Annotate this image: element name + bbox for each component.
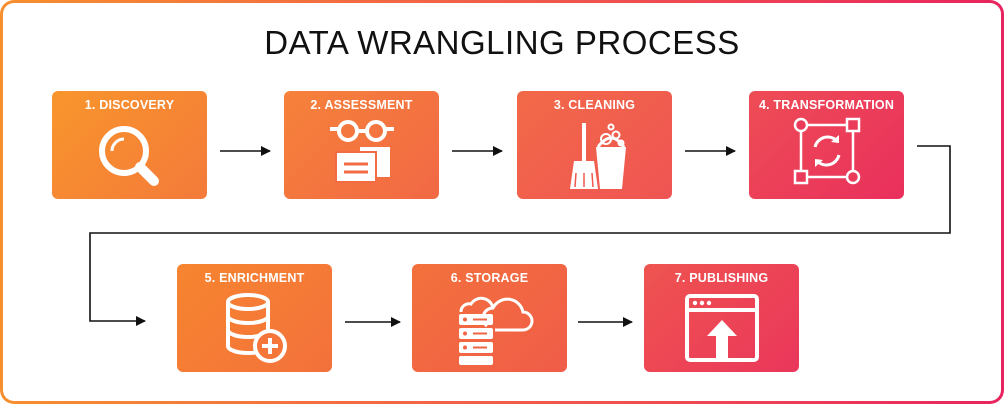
database-plus-icon bbox=[177, 290, 332, 368]
server-cloud-icon bbox=[412, 290, 567, 368]
browser-upload-icon bbox=[644, 290, 799, 368]
step-transformation: 4. TRANSFORMATION bbox=[749, 91, 904, 199]
step-label: 5. ENRICHMENT bbox=[204, 271, 305, 285]
step-label: 4. TRANSFORMATION bbox=[758, 98, 895, 112]
step-enrichment: 5. ENRICHMENT bbox=[177, 264, 332, 372]
arrow-4-5 bbox=[89, 145, 951, 326]
step-assessment: 2. ASSESSMENT bbox=[284, 91, 439, 199]
step-label: 2. ASSESSMENT bbox=[310, 98, 413, 112]
step-discovery: 1. DISCOVERY bbox=[52, 91, 207, 199]
step-label: 6. STORAGE bbox=[450, 271, 529, 285]
step-publishing: 7. PUBLISHING bbox=[644, 264, 799, 372]
step-label: 1. DISCOVERY bbox=[84, 98, 175, 112]
transform-cycle-icon bbox=[749, 117, 904, 195]
step-cleaning: 3. CLEANING bbox=[517, 91, 672, 199]
diagram-title: DATA WRANGLING PROCESS bbox=[264, 24, 740, 61]
step-label: 3. CLEANING bbox=[553, 98, 636, 112]
step-storage: 6. STORAGE bbox=[412, 264, 567, 372]
step-label: 7. PUBLISHING bbox=[674, 271, 769, 285]
magnifier-icon bbox=[52, 117, 207, 195]
glasses-documents-icon bbox=[284, 117, 439, 195]
broom-bucket-icon bbox=[517, 117, 672, 195]
